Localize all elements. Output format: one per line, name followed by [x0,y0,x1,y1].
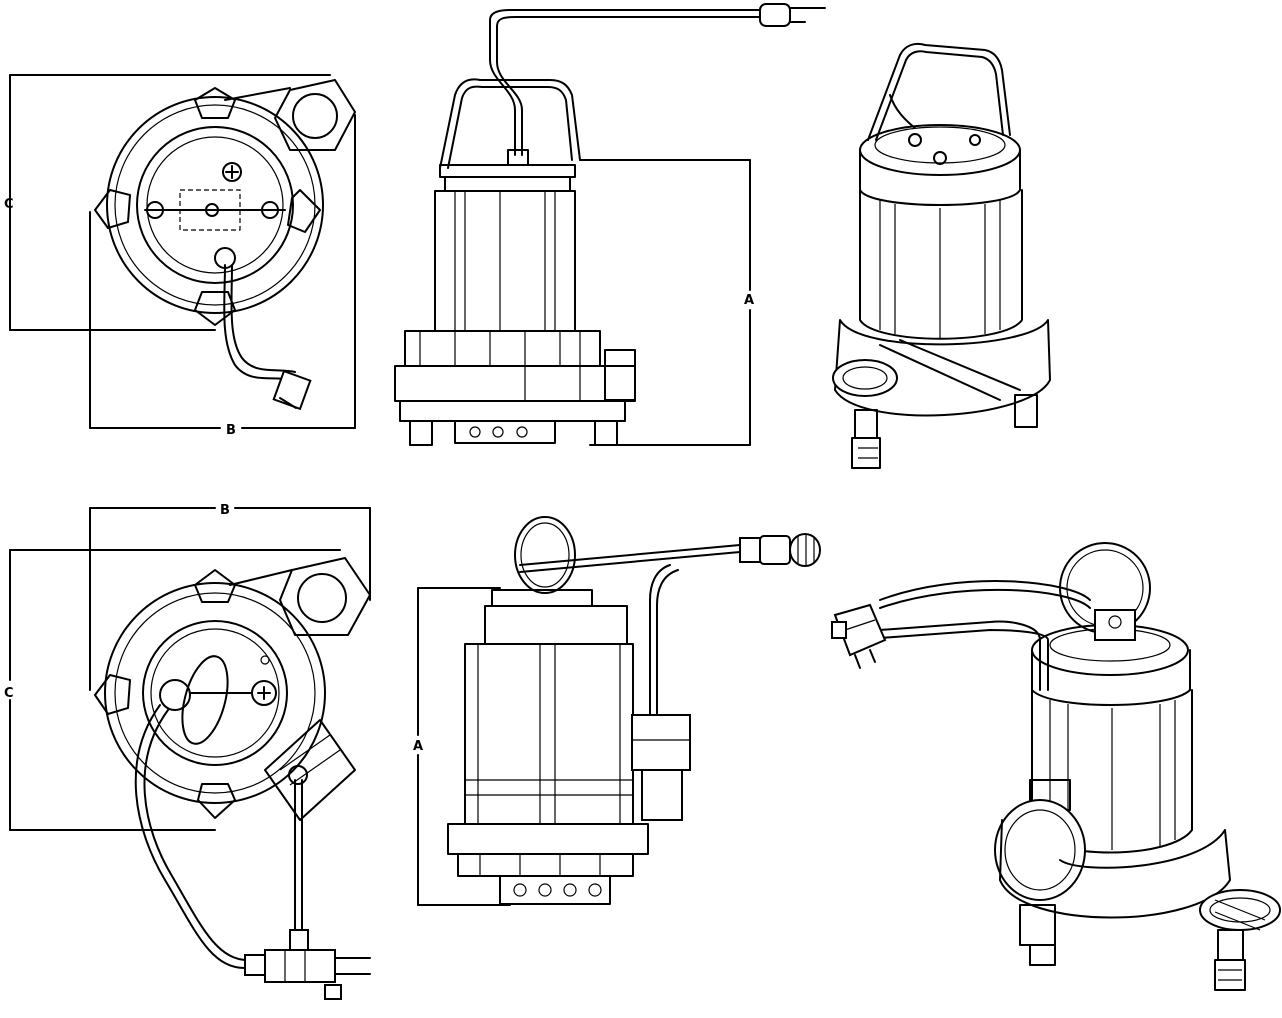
side-view-model-2: A [413,516,821,906]
top-view-model-2: B C [4,503,371,1000]
dimension-label-a-1: A [744,293,754,308]
dimension-label-c-2: C [4,686,14,701]
dimension-a-line-2 [417,587,511,906]
side-view-model-1: A [394,3,826,446]
isometric-view-model-1 [832,42,1051,469]
dimension-c-line-1 [9,74,331,331]
dimension-label-b-1: B [226,423,236,438]
dimension-c-line-2 [9,549,341,831]
dimension-b-line-2 [89,507,371,691]
isometric-view-model-2 [831,542,1281,991]
dimension-a-line-1 [579,159,751,446]
dimension-b-line-1 [89,114,356,429]
dimension-label-c-1: C [4,197,14,212]
dimension-label-b-2: B [220,503,230,518]
top-view-model-1: C B [4,74,356,438]
dimension-label-a-2: A [413,739,423,754]
